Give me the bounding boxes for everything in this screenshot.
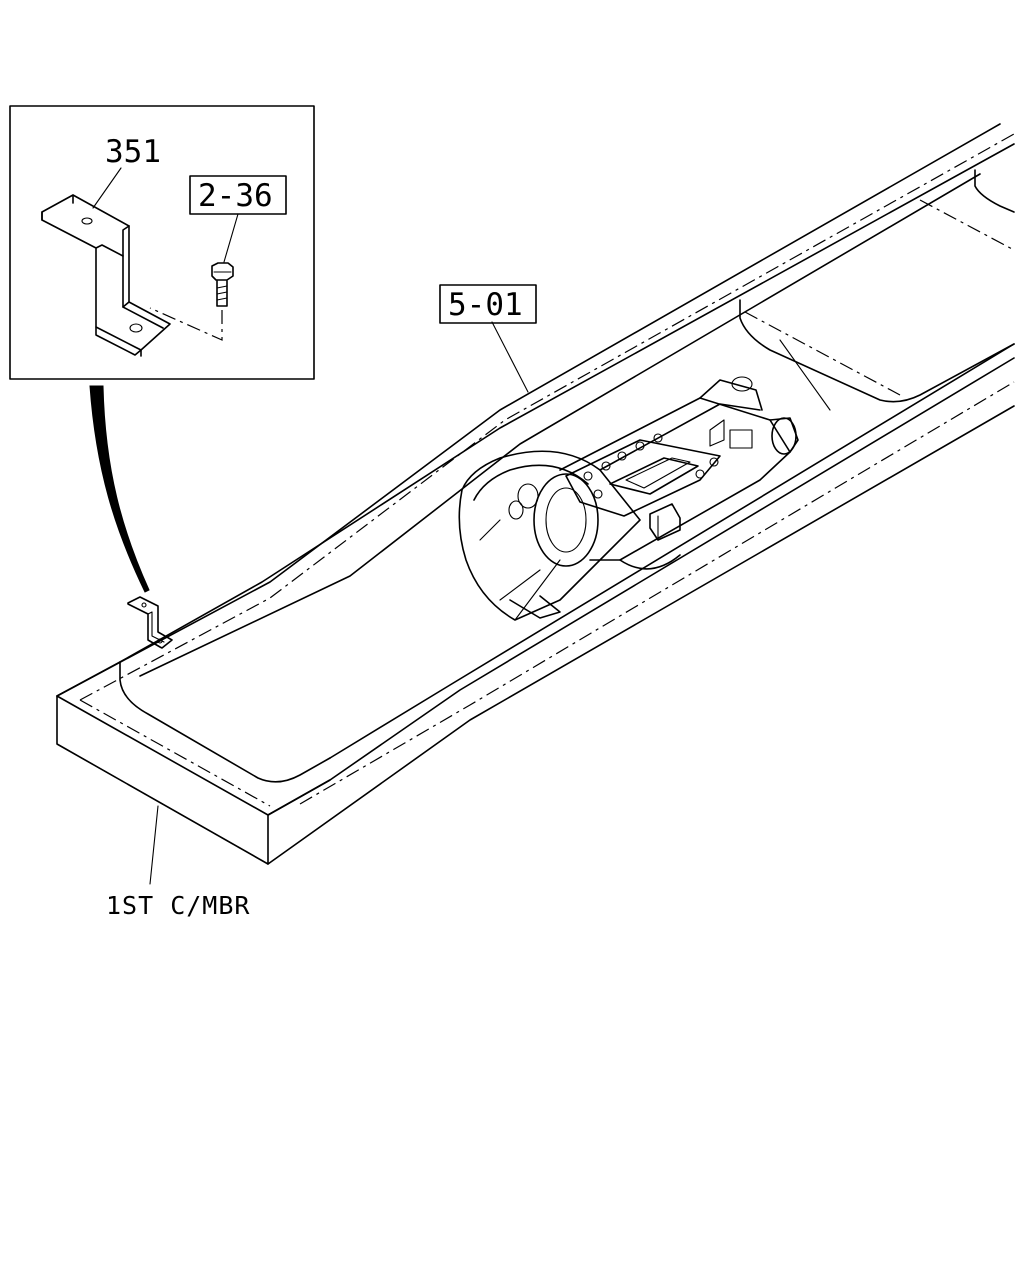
label-1st-cmbr: 1ST C/MBR — [106, 891, 250, 920]
label-5-01-box — [439, 284, 537, 324]
leader-1st-cmbr — [149, 805, 159, 885]
label-2-36-box — [189, 175, 287, 215]
detail-inset: 351 2-36 — [9, 105, 315, 380]
bracket-detail — [41, 167, 171, 357]
label-351: 351 — [105, 134, 161, 170]
bolt-detail — [149, 213, 239, 341]
label-2-36: 2-36 — [198, 178, 273, 214]
label-5-01: 5-01 — [448, 287, 523, 323]
detail-callout-pointer — [89, 385, 150, 593]
leader-5-01 — [491, 321, 529, 393]
transmission-assembly — [458, 376, 799, 621]
detail-inset-frame — [9, 105, 315, 380]
bracket-on-frame — [127, 596, 173, 649]
chassis-frame — [56, 123, 1015, 865]
